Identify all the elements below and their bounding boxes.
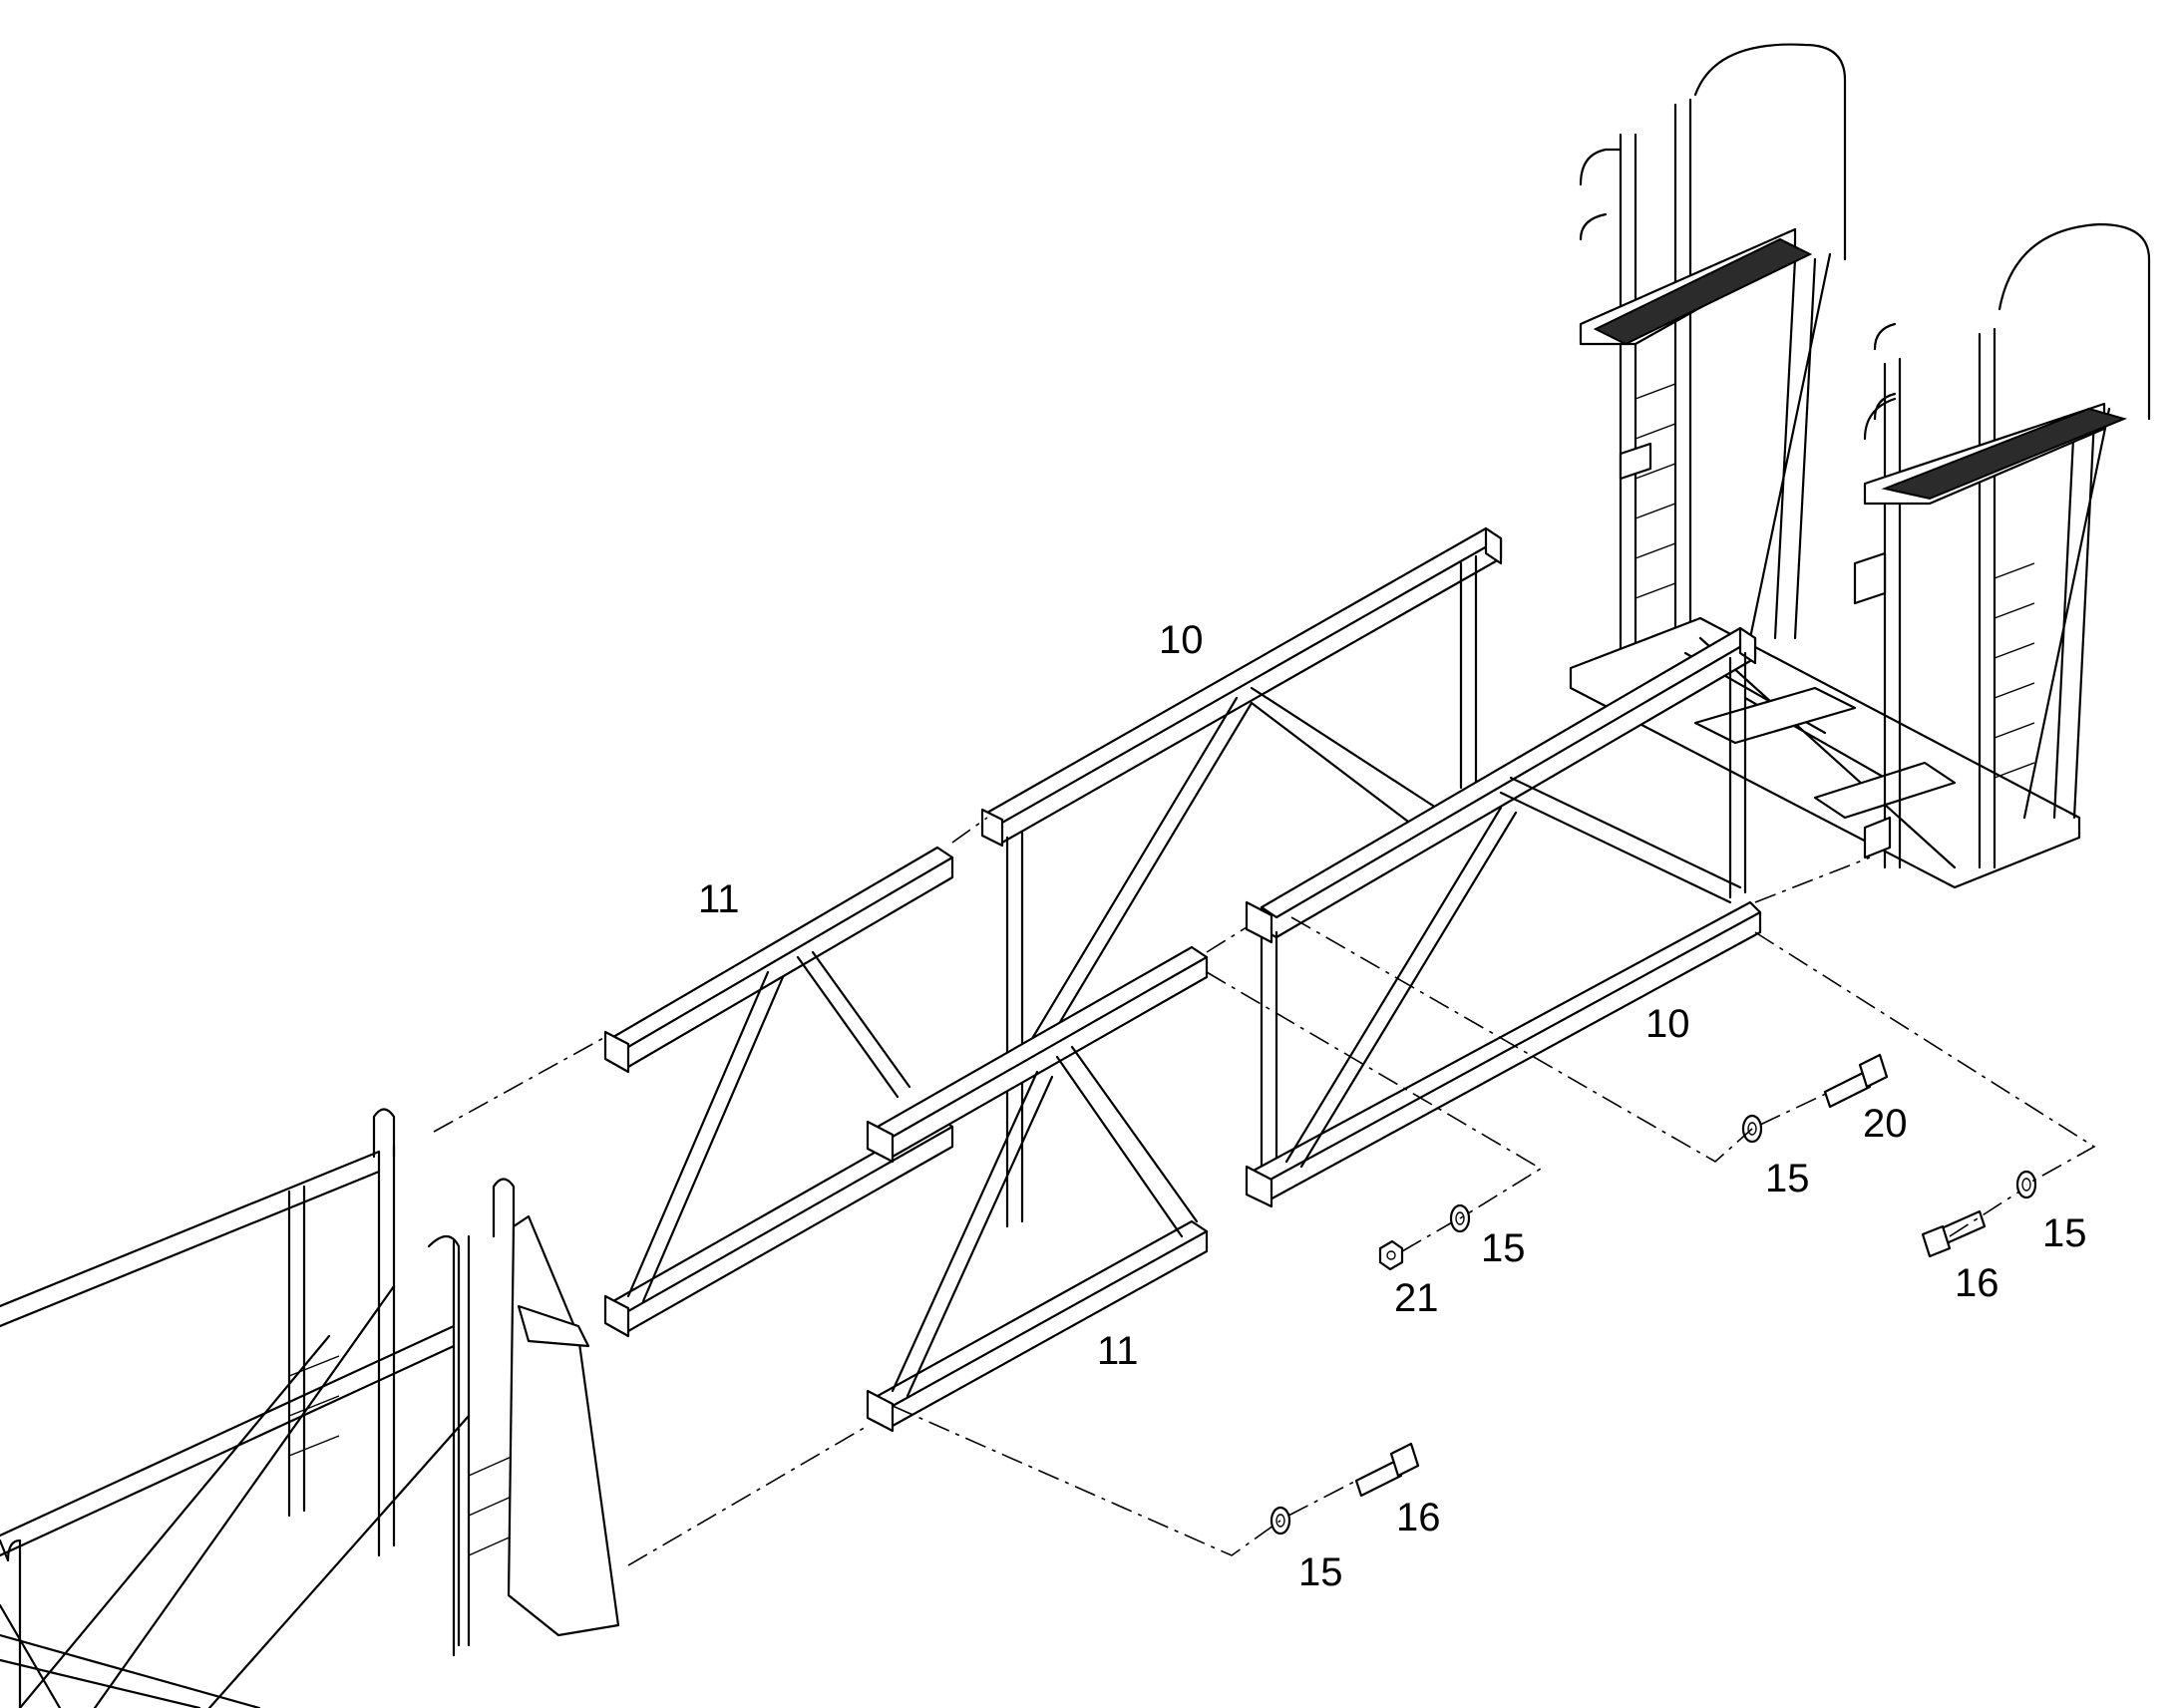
frame-11-lower — [866, 945, 1209, 1433]
bolt-16-bottom-icon — [1354, 1442, 1420, 1498]
left-end-section — [0, 1108, 620, 1708]
leader-lines — [433, 817, 2096, 1566]
callout-nut-21: 21 — [1394, 1276, 1439, 1320]
callout-washer-15-b: 15 — [2042, 1211, 2087, 1255]
callout-bolt-20: 20 — [1863, 1102, 1908, 1146]
callout-washer-15-a: 15 — [1765, 1157, 1810, 1200]
callout-bolt-16-a: 16 — [1955, 1261, 1999, 1305]
callout-frame-lower-11: 11 — [1097, 1329, 1139, 1373]
callout-washer-15-d: 15 — [1298, 1550, 1343, 1594]
nut-21-icon — [1378, 1239, 1404, 1271]
frame-10-upper — [980, 526, 1503, 1228]
callout-frame-upper-11: 11 — [698, 877, 740, 921]
bolt-16-right-icon — [1921, 1209, 1987, 1258]
callout-washer-15-c: 15 — [1481, 1226, 1526, 1270]
right-end-section — [1569, 43, 2151, 889]
callout-frame-lower-10: 10 — [1645, 1002, 1690, 1046]
frame-10-lower — [1245, 626, 1762, 1208]
bolt-20-icon — [1823, 1053, 1889, 1109]
frame-11-upper — [603, 846, 954, 1338]
callout-frame-upper-10: 10 — [1159, 618, 1204, 662]
callout-bolt-16-b: 16 — [1396, 1496, 1441, 1539]
callout-labels: 10 10 11 11 20 15 15 15 15 21 16 16 — [698, 618, 2087, 1594]
